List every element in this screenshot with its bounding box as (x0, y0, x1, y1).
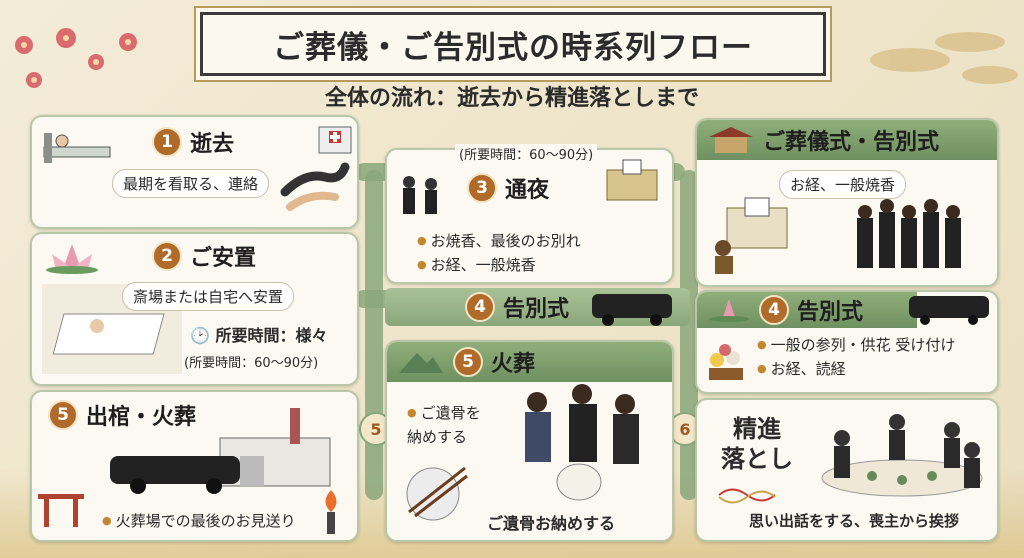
step-title: 通夜 (505, 178, 550, 203)
cremation-caption: ご遺骨お納めする (487, 514, 616, 533)
step-title: ご葬儀式・告別式 (763, 130, 940, 155)
step-title: 火葬 (491, 352, 536, 377)
clock-icon: 🕑 (190, 326, 210, 345)
step-header: 5 出棺・火葬 (38, 398, 238, 432)
farewell-bullet-2: お経、読経 (757, 358, 846, 379)
step-number: 1 (152, 127, 182, 157)
chopsticks-bones-icon (406, 466, 468, 521)
step-description: お経、一般焼香 (779, 170, 907, 199)
step-number: 5 (48, 400, 78, 430)
step-description: 火葬場での最後のお見送り (102, 510, 296, 531)
step-card-laying: 2 ご安置 斎場または自宅へ安置 🕑 所要時間：様々 (所要時間：60〜90分) (30, 232, 359, 386)
sakura-decoration-icon (15, 28, 137, 88)
page-subtitle: 全体の流れ：逝去から精進落としまで (324, 86, 699, 111)
step-number: 3 (467, 173, 497, 203)
duration-label: 🕑 所要時間：様々 (190, 322, 328, 346)
wake-bullet-1: お焼香、最後のお別れ (417, 230, 581, 251)
step-title: 告別式 (797, 300, 864, 325)
step-card-wake: (所要時間：60〜90分) 3 通夜 お焼香、最後のお別れ お経、一般焼香 (385, 144, 674, 284)
step-title: 出棺・火葬 (86, 405, 197, 430)
step-number: 4 (465, 292, 495, 322)
altar-icon (606, 159, 658, 201)
step-card-ceremony: ご葬儀式・告別式 お経、一般焼香 (695, 118, 999, 287)
step-title: 精進 落とし (721, 415, 793, 473)
flow-connector (365, 170, 383, 500)
step-description: 最期を看取る、連絡 (112, 169, 270, 198)
torii-gate-icon (38, 494, 84, 527)
holding-hands-icon (280, 162, 350, 211)
step-header: 2 ご安置 (142, 240, 342, 272)
step-header: 5 火葬 (387, 342, 672, 382)
meal-gathering-icon (821, 414, 983, 497)
hospital-building-icon (318, 126, 352, 154)
mountain-icon (399, 353, 443, 373)
torch-icon (325, 490, 337, 534)
mizuhiki-knot-icon (718, 488, 776, 504)
cremation-bullet: ご遺骨を 納めする (407, 402, 481, 448)
duration-note: (所要時間：60〜90分) (455, 144, 598, 163)
step-title: 告別式 (503, 297, 570, 322)
step-card-meal: 精進 落とし 思い出話をする、喪主から挨拶 (695, 398, 999, 542)
lotus-icon (46, 244, 98, 274)
cloud-decoration-icon (870, 32, 1018, 84)
hearse-icon (592, 294, 672, 326)
step-number: 2 (152, 241, 182, 271)
funeral-ceremony-icon (715, 197, 961, 274)
flower-offering-icon (709, 344, 743, 380)
step-title: 逝去 (190, 132, 235, 157)
page-title: ご葬儀・ご告別式の時系列フロー (200, 12, 826, 76)
wake-bullet-2: お経、一般焼香 (417, 254, 536, 275)
step-header: 1 逝去 (142, 125, 312, 159)
step-header: ご葬儀式・告別式 (697, 120, 997, 160)
lotus-icon (709, 299, 749, 322)
duration-note: (所要時間：60〜90分) (184, 356, 319, 371)
step-card-passing: 1 逝去 最期を看取る、連絡 (30, 115, 359, 229)
step-card-departure: 5 出棺・火葬 火葬場での最後のお見送り (30, 390, 359, 542)
step-header: 3 通夜 (457, 172, 607, 204)
step-card-cremation: 5 火葬 ご遺骨を 納めする ご遺骨お納めする (385, 340, 674, 542)
mourners-icon (403, 176, 437, 214)
meal-caption: 思い出話をする、喪主から挨拶 (749, 512, 960, 530)
crematorium-hearse-icon (110, 408, 331, 494)
step-title: ご安置 (190, 246, 257, 271)
temple-icon (709, 127, 753, 153)
farewell-bullet-1: 一般の参列・供花 受け付け (757, 334, 956, 355)
step-card-farewell: 4 告別式 一般の参列・供花 受け付け お経、読経 (695, 290, 999, 394)
hospital-bed-icon (43, 133, 111, 163)
step-description: 斎場または自宅へ安置 (122, 282, 295, 311)
hearse-icon (909, 296, 989, 325)
duration-text: 所要時間：様々 (215, 326, 328, 345)
family-urn-icon (525, 384, 639, 501)
step-header: 4 告別式 (697, 292, 917, 328)
step-number: 5 (453, 347, 483, 377)
step-number: 4 (759, 295, 789, 325)
